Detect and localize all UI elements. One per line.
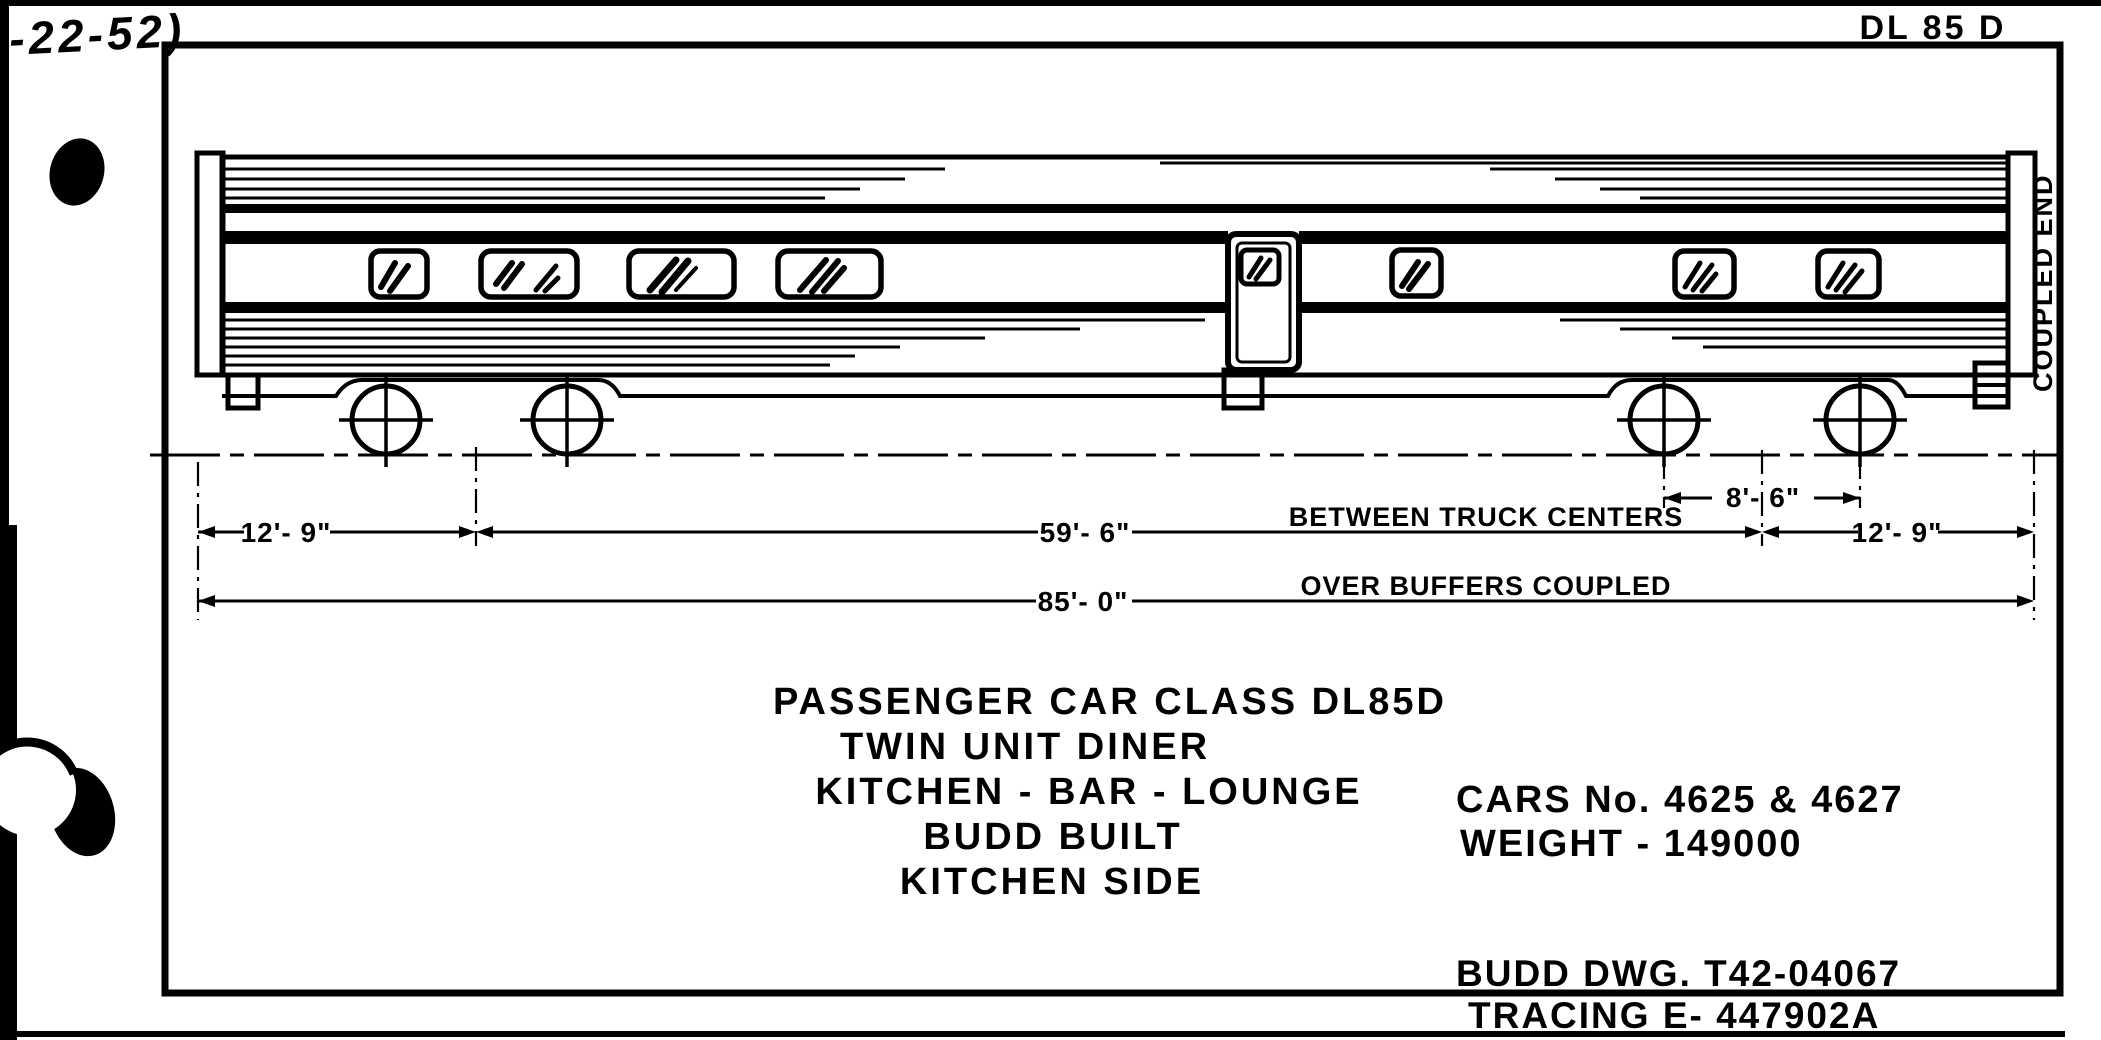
windows	[368, 247, 1882, 300]
title-line-2: TWIN UNIT DINER	[840, 726, 1210, 768]
dim-truck-wheelbase: 8'- 6"	[1664, 482, 1860, 513]
cars-number: CARS No. 4625 & 4627	[1456, 779, 1904, 821]
coupled-end-label: COUPLED END	[2028, 173, 2058, 392]
ink-blot	[49, 138, 105, 206]
end-post-left	[194, 150, 226, 378]
dim-overall-value: 85'- 0"	[1038, 586, 1129, 617]
dim-left-truck-offset: 12'- 9"	[241, 517, 332, 548]
drawing-references: BUDD DWG. T42-04067 TRACING E- 447902A	[1456, 953, 1901, 1036]
window-band-top-right	[1299, 231, 2008, 244]
window-2	[478, 248, 580, 300]
window-door-side	[1389, 247, 1444, 299]
dim-truck-wheelbase-value: 8'- 6"	[1726, 482, 1800, 513]
dim-main-line: 12'- 9" 59'- 6" 12'- 9" BETWEEN TRUCK CE…	[198, 502, 2034, 548]
dim-overall-line: 85'- 0" OVER BUFFERS COUPLED	[198, 571, 2034, 617]
drawing-frame	[161, 41, 2064, 997]
sheet-class-label: DL 85 D	[1860, 9, 2007, 47]
car-info: CARS No. 4625 & 4627 WEIGHT - 149000	[1456, 779, 1904, 865]
handwritten-date: -22-52)	[8, 4, 187, 65]
punch-hole	[0, 737, 116, 857]
dimension-system: 8'- 6" 12'- 9" 59'- 6" 12'- 9" BETWEEN T…	[196, 447, 2036, 620]
paper-edge-left	[0, 0, 9, 1040]
punch-hole-circle	[0, 744, 76, 836]
skirt-fluting	[222, 318, 2008, 367]
window-3	[626, 248, 737, 300]
truck-wheels	[339, 373, 1907, 467]
dim-right-truck-offset: 12'- 9"	[1852, 517, 1943, 548]
door-window	[1238, 247, 1282, 287]
title-line-5: KITCHEN SIDE	[900, 861, 1204, 903]
entry-door	[1225, 231, 1302, 373]
punch-hole-arc	[0, 737, 79, 776]
budd-dwg-ref: BUDD DWG. T42-04067	[1456, 953, 1901, 994]
door-step	[1221, 367, 1265, 411]
tracing-ref: TRACING E- 447902A	[1468, 995, 1880, 1036]
wheel-3	[1617, 373, 1711, 467]
window-1	[368, 248, 430, 300]
dim-truck-centers-label: BETWEEN TRUCK CENTERS	[1289, 502, 1684, 532]
window-8	[1815, 248, 1882, 300]
letterboard-band	[222, 204, 2008, 213]
window-band-top-left	[222, 231, 1228, 244]
roof-fluting	[222, 161, 2008, 200]
title-line-3: KITCHEN - BAR - LOUNGE	[815, 771, 1362, 813]
wheel-4	[1813, 373, 1907, 467]
bottom-edge-line	[10, 1031, 2065, 1037]
wheel-1	[339, 373, 433, 467]
car-body	[219, 154, 2011, 378]
window-band-bottom-right	[1299, 302, 2008, 313]
title-line-4: BUDD BUILT	[923, 816, 1182, 858]
wheel-2	[520, 373, 614, 467]
title-block: PASSENGER CAR CLASS DL85D TWIN UNIT DINE…	[773, 681, 1447, 903]
skirt-line	[222, 378, 2008, 398]
window-band-bottom-left	[222, 302, 1228, 313]
dim-overall-label: OVER BUFFERS COUPLED	[1300, 571, 1671, 601]
car-side-elevation: COUPLED END	[150, 150, 2060, 467]
window-4	[775, 248, 884, 300]
paper-edge-top	[0, 0, 2101, 6]
left-step	[225, 372, 261, 411]
weight: WEIGHT - 149000	[1460, 823, 1803, 865]
dim-truck-centers-value: 59'- 6"	[1040, 517, 1131, 548]
title-line-1: PASSENGER CAR CLASS DL85D	[773, 681, 1447, 723]
window-7	[1672, 248, 1737, 300]
buffer-right	[1972, 360, 2011, 410]
